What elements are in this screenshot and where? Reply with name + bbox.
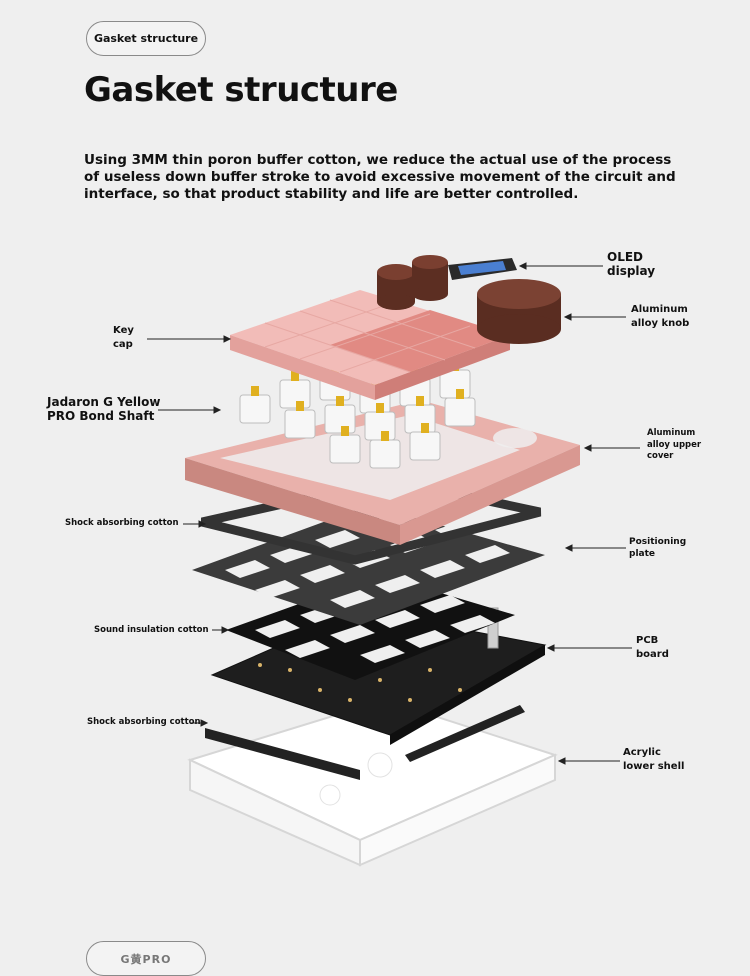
aluminum-alloy-knob <box>377 255 561 344</box>
description-text: Using 3MM thin poron buffer cotton, we r… <box>84 152 676 202</box>
label-keycap: Key cap <box>113 325 134 350</box>
label-sound-cotton: Sound insulation cotton <box>94 625 209 635</box>
footer-badge: G黄PRO <box>86 941 206 976</box>
label-acrylic-shell: Acrylic lower shell <box>623 747 685 772</box>
label-upper-cover: Aluminum alloy upper cover <box>647 428 702 461</box>
shock-absorbing-cotton-bottom <box>205 705 525 780</box>
label-shock-cotton-1: Shock absorbing cotton <box>65 518 179 528</box>
label-pcb-board: PCB board <box>636 635 669 660</box>
label-oled-display: OLED display <box>607 250 656 278</box>
keycaps <box>230 290 510 400</box>
section-badge: Gasket structure <box>86 21 206 56</box>
label-positioning-plate: Positioning plate <box>629 537 687 559</box>
label-aluminum-knob: Aluminum alloy knob <box>631 304 690 329</box>
page-title: Gasket structure <box>84 70 398 110</box>
label-shock-cotton-2: Shock absorbing cotton <box>87 717 201 727</box>
label-switch: Jadaron G Yellow PRO Bond Shaft <box>47 395 161 423</box>
oled-display <box>448 258 517 280</box>
